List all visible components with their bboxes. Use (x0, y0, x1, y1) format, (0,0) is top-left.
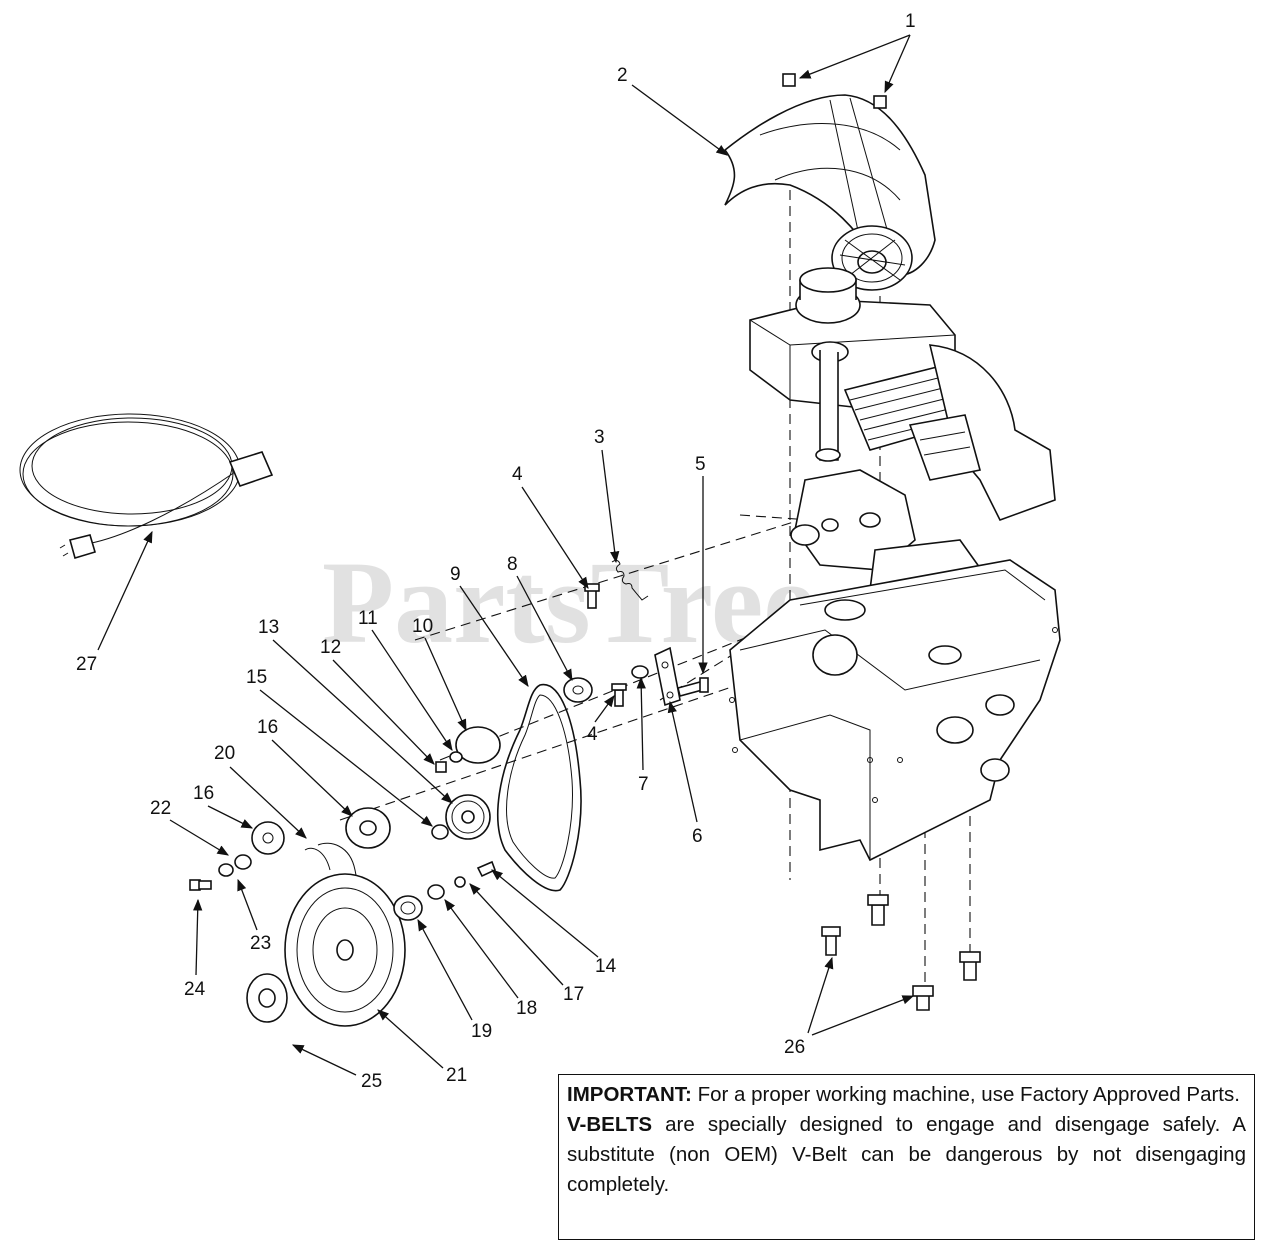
extension-cord (19, 413, 274, 560)
frame-bolts (821, 894, 981, 1011)
frame-housing (729, 559, 1061, 862)
notice-text: IMPORTANT: For a proper working machine,… (567, 1080, 1246, 1200)
callout-23: 23 (250, 933, 271, 954)
callout-25: 25 (361, 1071, 382, 1092)
callout-4a: 4 (512, 464, 523, 485)
auger-pulley-assembly (189, 807, 497, 1027)
callout-8: 8 (507, 554, 518, 575)
notice-vbelts-text: are specially designed to engage and dis… (567, 1113, 1246, 1196)
important-notice-box: IMPORTANT: For a proper working machine,… (558, 1074, 1255, 1240)
notice-vbelts-label: V-BELTS (567, 1113, 653, 1136)
callout-18: 18 (516, 998, 537, 1019)
callouts: 1 2 3 4 4 5 6 7 8 9 10 11 12 13 14 15 (76, 11, 916, 1092)
callout-24: 24 (184, 979, 206, 1000)
callout-11: 11 (358, 608, 378, 629)
cover-nuts (782, 73, 887, 109)
callout-2: 2 (617, 65, 628, 86)
callout-17: 17 (563, 984, 584, 1005)
idler-bracket-parts (584, 559, 709, 707)
callout-19: 19 (471, 1021, 492, 1042)
callout-13: 13 (258, 617, 279, 638)
callout-16b: 16 (193, 783, 214, 804)
callout-3: 3 (594, 427, 605, 448)
callout-20: 20 (214, 743, 235, 764)
notice-important-text: For a proper working machine, use Factor… (691, 1083, 1240, 1106)
idler-pulley-parts (431, 677, 593, 840)
callout-14: 14 (595, 956, 617, 977)
callout-22: 22 (150, 798, 171, 819)
callout-16a: 16 (257, 717, 278, 738)
callout-1: 1 (905, 11, 916, 32)
callout-5: 5 (695, 454, 706, 475)
callout-27: 27 (76, 654, 97, 675)
drive-belt (496, 683, 582, 892)
callout-26: 26 (784, 1037, 805, 1058)
callout-21: 21 (446, 1065, 467, 1086)
notice-important-label: IMPORTANT: (567, 1083, 692, 1106)
callout-4b: 4 (587, 724, 598, 745)
callout-12: 12 (320, 637, 341, 658)
callout-9: 9 (450, 564, 461, 585)
callout-10: 10 (412, 616, 433, 637)
callout-7: 7 (638, 774, 649, 795)
callout-15: 15 (246, 667, 267, 688)
callout-6: 6 (692, 826, 703, 847)
